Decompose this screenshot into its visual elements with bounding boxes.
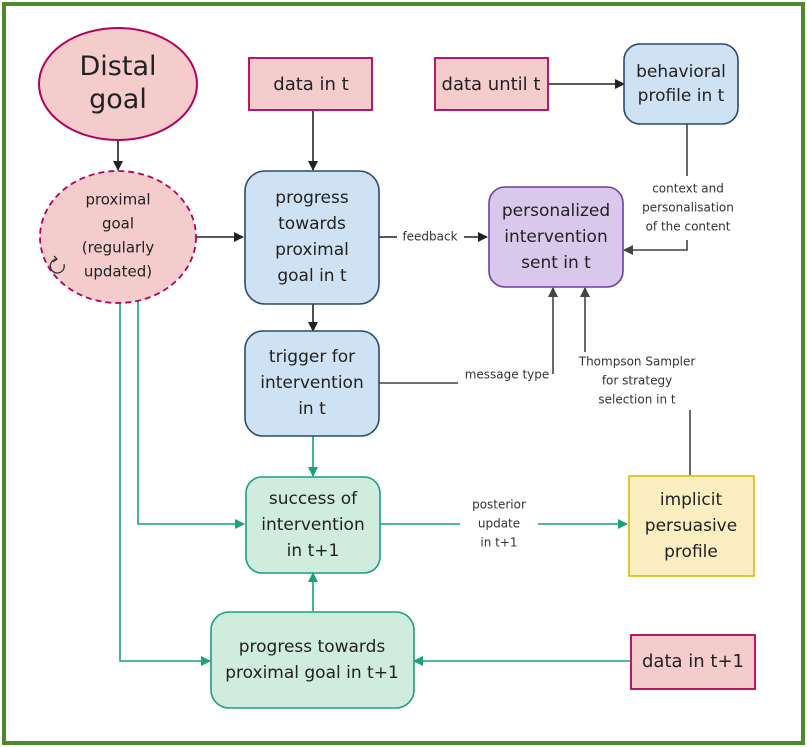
behavioral-profile-node: [623, 43, 739, 125]
edge-proximal-to-progress-t1: [119, 300, 211, 666]
edge-proximal-to-success: [137, 300, 245, 529]
success-node: [245, 476, 381, 574]
distal-goal-node: [38, 27, 198, 141]
edge-message-type: [379, 288, 553, 384]
data-in-t1-label: data in t+1: [642, 651, 744, 672]
data-until-t-label: data until t: [442, 74, 541, 95]
data-in-t-label: data in t: [273, 74, 348, 95]
refresh-icon: [49, 255, 65, 274]
data-in-t1-node: [630, 634, 756, 690]
edge-thompson: [585, 288, 691, 475]
data-in-t-node: [248, 57, 373, 111]
personalized-intervention-node: [488, 186, 624, 288]
feedback-label: feedback: [402, 230, 457, 244]
message-type-label: message type: [465, 368, 550, 382]
implicit-profile-node: [628, 475, 755, 577]
data-until-t-node: [434, 57, 549, 111]
progress-t1-node: [210, 611, 415, 709]
trigger-node: [244, 330, 380, 437]
progress-t-node: [244, 170, 380, 305]
proximal-goal-node: [39, 170, 197, 304]
edge-context: [624, 124, 688, 250]
